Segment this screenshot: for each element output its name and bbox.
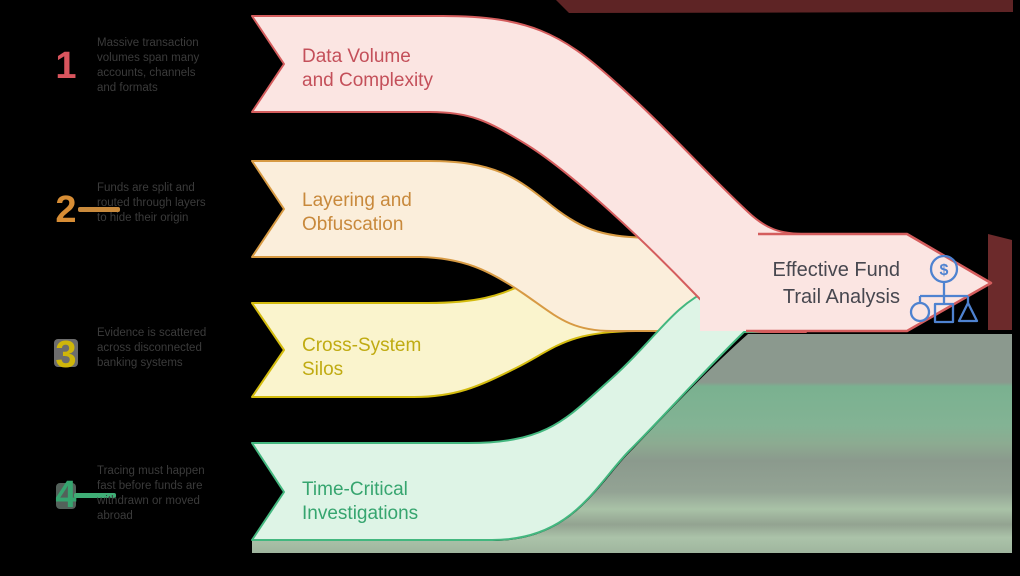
red-glow-right [988,234,1012,330]
number-4-dash [74,493,116,498]
branch-triangle [957,301,979,323]
branch-square [933,302,955,324]
challenge-3-number: 3 [55,334,77,376]
result-node-shape [700,234,991,331]
result-label: Effective Fund Trail Analysis [772,259,900,308]
result-node-border [746,232,993,333]
number-2-dash [78,207,120,212]
number-3-badge [54,339,78,367]
challenge-3-label: Cross-System Silos [302,335,422,380]
number-4-badge [56,483,76,509]
challenge-2-number: 2 [55,189,77,231]
challenge-4-description: Tracing must happen fast before funds ar… [97,465,205,522]
red-glow-top [556,0,1013,13]
green-glow-bottom [252,334,1012,553]
dollar-sign-glyph: $ [940,262,949,279]
challenge-2-label: Layering and Obfuscation [302,190,412,235]
branch-circle [909,301,931,323]
challenge-3-description: Evidence is scattered across disconnecte… [97,327,207,369]
challenge-1-number: 1 [55,45,77,87]
challenge-4-label: Time-Critical Investigations [302,479,419,524]
challenge-1-label: Data Volume and Complexity [302,46,433,91]
dollar-distribution-icon [909,254,979,324]
challenge-2-description: Funds are split and routed through layer… [97,182,206,224]
challenge-1-description: Massive transaction volumes span many ac… [97,37,200,94]
challenge-4-number: 4 [55,474,77,516]
